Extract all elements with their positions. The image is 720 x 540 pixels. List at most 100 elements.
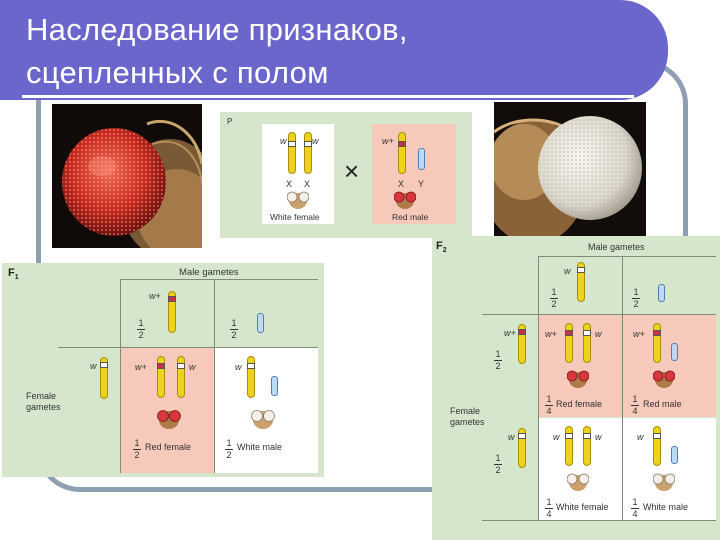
- f2-white-male-allele: w: [637, 432, 644, 442]
- f1-white-male-label: White male: [237, 442, 283, 452]
- red-eye-fly-photo: [52, 104, 202, 248]
- f2-male-gametes-header: Male gametes: [588, 242, 645, 252]
- f2-female-gamete-1-x: [518, 324, 526, 364]
- f1-female-gametes-line-2: gametes: [26, 402, 61, 412]
- f1-male-gamete-y: [257, 313, 264, 333]
- f1-male-gamete-x: [168, 291, 176, 333]
- f1-offspring-allele-1: w+: [135, 362, 147, 372]
- white-allele-marker: [653, 433, 661, 439]
- slide-title-line-2: сцепленных с полом: [26, 55, 329, 90]
- white-allele-marker: [583, 330, 591, 336]
- f2-female-gamete-2-x: [518, 428, 526, 468]
- frac-num: 1: [632, 497, 638, 507]
- red-eye-fly-image: [52, 104, 202, 248]
- title-underline: [22, 95, 634, 98]
- white-allele-marker: [288, 141, 296, 147]
- f2-female-gamete-1-allele: w+: [504, 328, 516, 338]
- f1-label: F1: [8, 267, 19, 281]
- frac-num: 1: [546, 497, 552, 507]
- f2-white-female-fly-icon: [567, 473, 589, 491]
- frac-num: 1: [632, 394, 638, 404]
- frac-den: 4: [546, 509, 552, 519]
- f2-white-male-fly-icon: [653, 473, 675, 491]
- frac-num: 1: [546, 394, 552, 404]
- f2-red-male-label: Red male: [643, 399, 682, 409]
- f2-red-male-x: [653, 323, 661, 363]
- female-x-chromosome-left: [288, 132, 296, 174]
- f2-red-female-allele-2: w: [595, 329, 602, 339]
- f2-white-female-allele-2: w: [595, 432, 602, 442]
- f2-male-gamete-y: [658, 284, 665, 302]
- frac-num: 1: [495, 453, 501, 463]
- female-chromosome-label-left: X: [286, 179, 293, 189]
- f1-white-male-x: [247, 356, 255, 398]
- white-allele-marker: [100, 362, 108, 368]
- frac-den: 2: [226, 450, 232, 460]
- f1-label-letter: F: [8, 267, 15, 279]
- f1-offspring-x-white: [177, 356, 185, 398]
- white-female-cell: w w X X White female: [262, 124, 334, 224]
- f1-grid-mid-vline: [214, 279, 215, 473]
- red-male-label: Red male: [392, 212, 429, 222]
- f2-red-male-fly-icon: [653, 370, 675, 388]
- f2-red-male-allele: w+: [633, 329, 645, 339]
- f2-white-male-label: White male: [643, 502, 689, 512]
- f2-male-gamete-x: [577, 262, 585, 302]
- f2-white-male-y: [671, 446, 678, 464]
- f1-female-gamete-allele: w: [90, 361, 97, 371]
- red-allele-marker: [157, 363, 165, 369]
- white-allele-marker: [304, 141, 312, 147]
- frac-num: 1: [134, 438, 140, 448]
- female-chromosome-label-right: X: [304, 179, 311, 189]
- f2-label: F2: [436, 240, 447, 254]
- white-allele-marker: [518, 433, 526, 439]
- frac-den: 2: [495, 361, 501, 371]
- frac-num: 1: [138, 318, 144, 328]
- frac-den: 2: [633, 299, 639, 309]
- female-allele-left: w: [280, 136, 287, 146]
- male-y-chromosome: [418, 148, 425, 170]
- f2-red-female-allele-1: w+: [545, 329, 557, 339]
- parent-cross-panel: P w w X X White female × w+ X Y Red male: [220, 112, 472, 238]
- red-allele-marker: [398, 141, 406, 147]
- f1-offspring-allele-2: w: [189, 362, 196, 372]
- f2-red-female-x-white: [583, 323, 591, 363]
- male-x-chromosome: [398, 132, 406, 174]
- red-male-fly-icon: [394, 191, 416, 209]
- f1-grid-mid-line: [58, 347, 318, 348]
- f1-label-sub: 1: [14, 274, 19, 282]
- f2-red-female-label: Red female: [556, 399, 603, 409]
- f1-male-gamete-allele: w+: [149, 291, 161, 301]
- f2-female-gametes-line-1: Female: [450, 406, 481, 416]
- f1-grid-top-line: [120, 279, 318, 280]
- f2-red-female-fly-icon: [567, 370, 589, 388]
- male-allele-label: w+: [382, 136, 394, 146]
- cross-symbol: ×: [344, 156, 360, 186]
- white-allele-marker: [583, 433, 591, 439]
- male-chromosome-label-x: X: [398, 179, 405, 189]
- f1-female-gamete-x: [100, 357, 108, 399]
- f1-white-male-fly-icon: [251, 410, 275, 429]
- f1-offspring-x-red: [157, 356, 165, 398]
- f1-white-male-y: [271, 376, 278, 396]
- title-bar: Наследование признаков, сцепленных с пол…: [0, 0, 668, 100]
- white-eye-fly-image: [494, 102, 646, 236]
- f2-red-male-y: [671, 343, 678, 361]
